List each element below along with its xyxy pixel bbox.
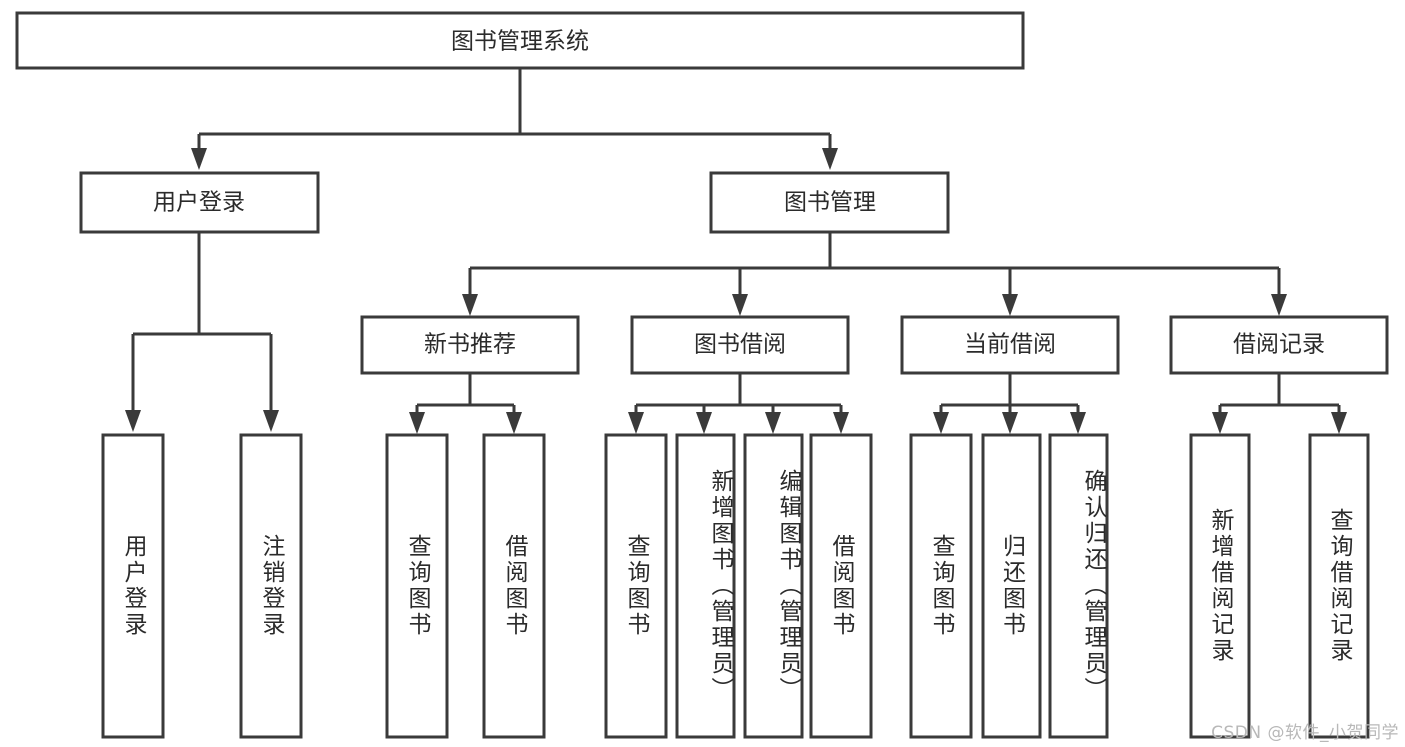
arrow-to-leaf-borrow-book-2	[833, 412, 849, 434]
root-box[interactable]	[15, 11, 1025, 70]
arrow-to-current-borrow	[1002, 294, 1018, 316]
arrow-to-book-management	[822, 148, 838, 170]
arrow-to-leaf-query-book-1	[409, 412, 425, 434]
node-new-book-recommend[interactable]: 新书推荐	[360, 315, 580, 375]
root-label: 图书管理系统	[451, 29, 589, 55]
borrow-record-label: 借阅记录	[1233, 332, 1325, 358]
leaf-return-book-box[interactable]	[981, 433, 1042, 739]
leaf-user-login-box[interactable]	[101, 433, 165, 739]
leaf-add-record-box[interactable]	[1189, 433, 1251, 739]
leaf-query-book-2-box[interactable]	[604, 433, 668, 739]
leaf-confirm-return-box[interactable]	[1048, 433, 1109, 739]
node-book-borrow[interactable]: 图书借阅	[630, 315, 850, 375]
book-borrow-label: 图书借阅	[694, 332, 786, 358]
leaf-query-record-box[interactable]	[1308, 433, 1370, 739]
node-user-login[interactable]: 用户登录	[79, 171, 320, 234]
arrow-to-borrow-record	[1271, 294, 1287, 316]
arrow-to-leaf-borrow-book-1	[506, 412, 522, 434]
book-borrow-box[interactable]	[630, 315, 850, 375]
arrow-to-leaf-return-book	[1002, 412, 1018, 434]
arrow-to-new-book-recommend	[462, 294, 478, 316]
arrow-to-leaf-query-record	[1331, 412, 1347, 434]
book-management-box[interactable]	[709, 171, 950, 234]
leaf-query-book-1-box[interactable]	[385, 433, 449, 739]
leaf-borrow-book-1-box[interactable]	[482, 433, 546, 739]
arrow-to-leaf-user-logout	[263, 410, 279, 432]
leaf-borrow-book-2-box[interactable]	[809, 433, 873, 739]
node-root-system[interactable]: 图书管理系统	[15, 11, 1025, 70]
leaf-edit-book-box[interactable]	[743, 433, 804, 739]
borrow-record-box[interactable]	[1169, 315, 1389, 375]
node-book-management[interactable]: 图书管理	[709, 171, 950, 234]
new-book-recommend-box[interactable]	[360, 315, 580, 375]
node-borrow-record[interactable]: 借阅记录	[1169, 315, 1389, 375]
book-management-label: 图书管理	[784, 190, 876, 216]
csdn-watermark: CSDN @软件_小贺同学	[1211, 723, 1399, 743]
current-borrow-box[interactable]	[900, 315, 1120, 375]
arrow-to-leaf-add-book	[696, 412, 712, 434]
arrow-to-leaf-query-book-2	[628, 412, 644, 434]
current-borrow-label: 当前借阅	[964, 332, 1056, 358]
arrow-to-leaf-query-book-3	[933, 412, 949, 434]
node-current-borrow[interactable]: 当前借阅	[900, 315, 1120, 375]
new-book-recommend-label: 新书推荐	[424, 332, 516, 358]
arrow-to-leaf-confirm-return	[1070, 412, 1086, 434]
user-login-label: 用户登录	[153, 190, 245, 216]
arrow-to-book-borrow	[732, 294, 748, 316]
arrow-to-leaf-edit-book	[765, 412, 781, 434]
leaf-user-logout-box[interactable]	[239, 433, 303, 739]
arrow-to-leaf-user-login	[125, 410, 141, 432]
arrow-to-leaf-add-record	[1212, 412, 1228, 434]
leaf-add-book-box[interactable]	[675, 433, 736, 739]
leaf-query-book-3-box[interactable]	[909, 433, 973, 739]
arrow-to-user-login	[191, 148, 207, 170]
